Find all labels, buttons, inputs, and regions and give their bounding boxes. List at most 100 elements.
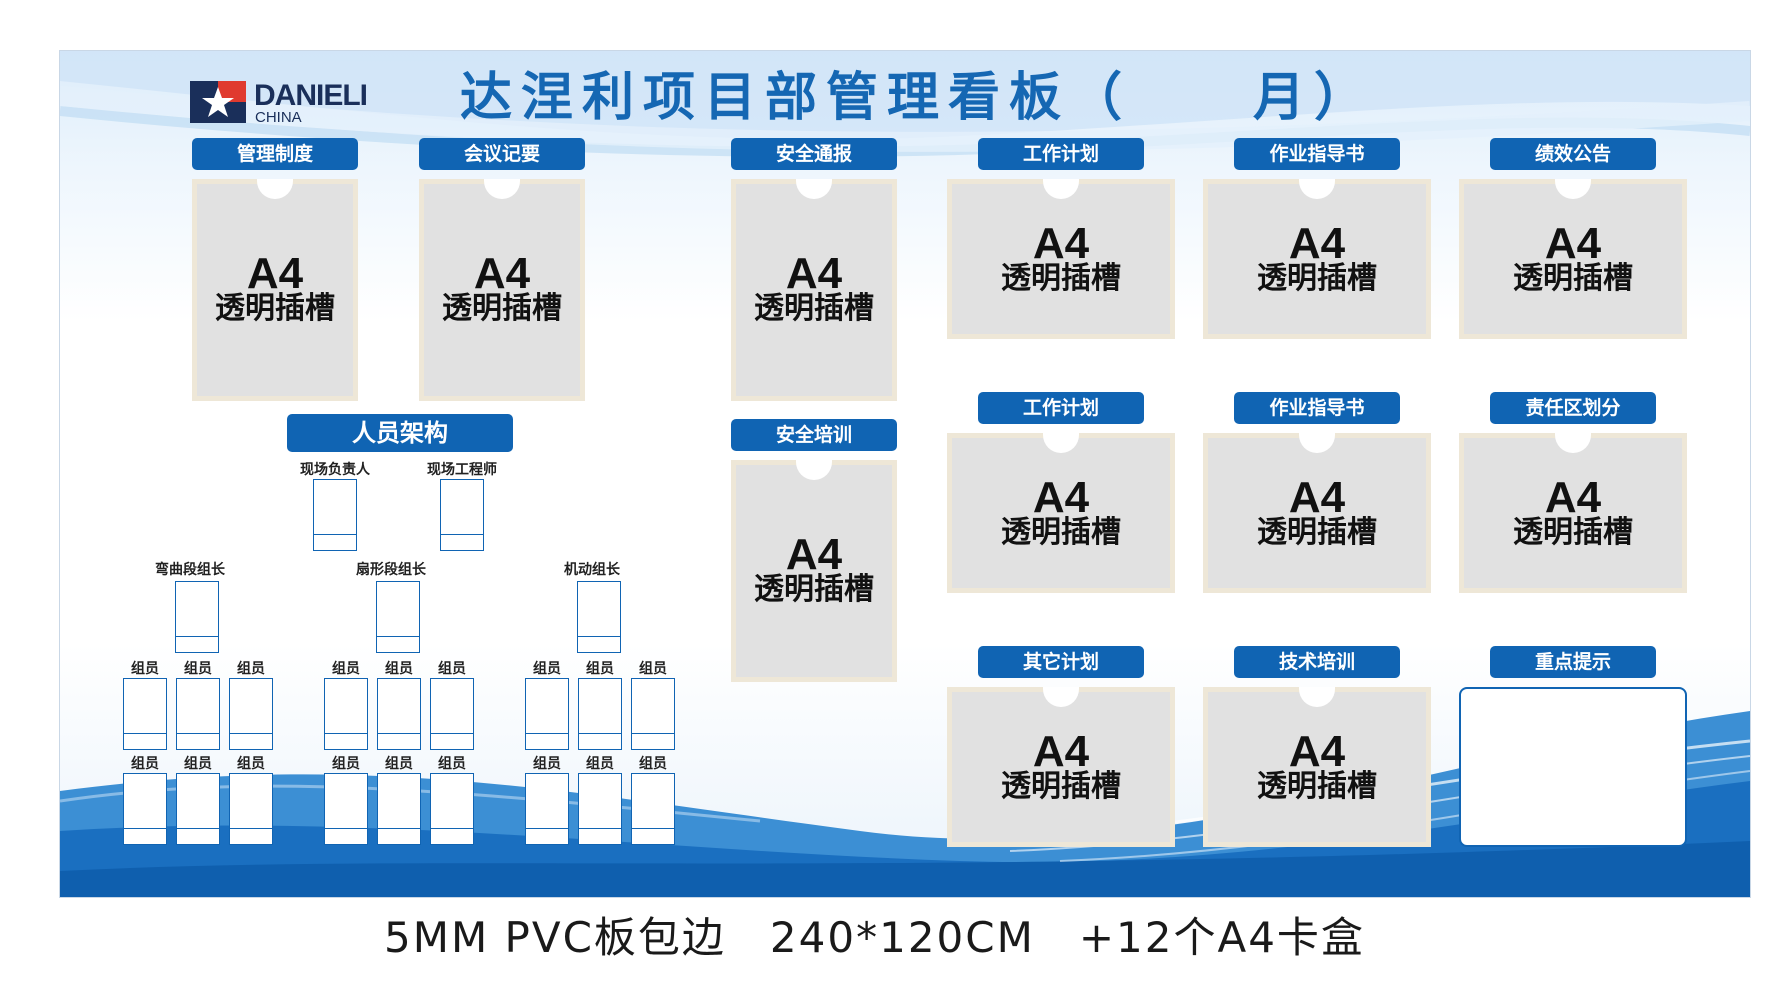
org-label-member: 组员 <box>533 661 561 677</box>
slot-notch <box>1555 179 1591 199</box>
section-header-performance-notice: 绩效公告 <box>1490 138 1656 170</box>
logo-sub: CHINA <box>255 109 302 126</box>
slot-label-sub: 透明插槽 <box>1001 769 1121 804</box>
danieli-star-logo-icon <box>190 81 246 123</box>
slot-label-sub: 透明插槽 <box>1257 769 1377 804</box>
slot-notch <box>1555 433 1591 453</box>
org-label-member: 组员 <box>586 756 614 772</box>
slot-notch <box>796 460 832 480</box>
photo-frame-member <box>229 678 273 750</box>
photo-frame-member <box>525 678 569 750</box>
org-label-member: 组员 <box>332 756 360 772</box>
section-header-meeting-minutes: 会议记要 <box>419 138 585 170</box>
section-header-work-plan: 工作计划 <box>978 138 1144 170</box>
slot-label-a4: A4 <box>1032 219 1090 268</box>
slot-label-a4: A4 <box>473 249 531 298</box>
section-header-safety-bulletin: 安全通报 <box>731 138 897 170</box>
a4-slot-technical-training: A4 透明插槽 <box>1203 687 1431 847</box>
photo-frame-member <box>578 773 622 845</box>
a4-slot-other-plans: A4 透明插槽 <box>947 687 1175 847</box>
section-header-technical-training: 技术培训 <box>1234 646 1400 678</box>
slot-notch <box>1299 687 1335 707</box>
section-header-responsibility-zones: 责任区划分 <box>1490 392 1656 424</box>
photo-frame-site-lead <box>313 479 357 551</box>
org-label-member: 组员 <box>438 756 466 772</box>
section-header-safety-training: 安全培训 <box>731 419 897 451</box>
photo-frame-member <box>430 773 474 845</box>
photo-frame-member <box>578 678 622 750</box>
photo-frame-group-leader-1 <box>175 581 219 653</box>
photo-frame-group-leader-3 <box>577 581 621 653</box>
slot-label-a4: A4 <box>1288 727 1346 776</box>
photo-frame-member <box>377 678 421 750</box>
org-label-member: 组员 <box>639 661 667 677</box>
a4-slot-responsibility-zones: A4 透明插槽 <box>1459 433 1687 593</box>
org-label-member: 组员 <box>533 756 561 772</box>
slot-label-sub: 透明插槽 <box>1001 515 1121 550</box>
spec-caption: 5MM PVC板包边 240*120CM +12个A4卡盒 <box>384 913 1365 962</box>
photo-frame-group-leader-2 <box>376 581 420 653</box>
section-header-work-instructions: 作业指导书 <box>1234 138 1400 170</box>
danieli-logo: DANIELI CHINA <box>190 79 400 131</box>
photo-frame-member <box>176 773 220 845</box>
photo-frame-member <box>123 678 167 750</box>
photo-frame-member <box>631 773 675 845</box>
photo-frame-member <box>229 773 273 845</box>
org-label-member: 组员 <box>332 661 360 677</box>
key-notes-panel <box>1459 687 1687 847</box>
slot-label-a4: A4 <box>246 249 304 298</box>
slot-label-sub: 透明插槽 <box>215 291 335 326</box>
section-header-work-plan-2: 工作计划 <box>978 392 1144 424</box>
slot-label-sub: 透明插槽 <box>1001 261 1121 296</box>
slot-notch <box>1299 179 1335 199</box>
slot-notch <box>484 179 520 199</box>
management-board: DANIELI CHINA 达涅利项目部管理看板（ 月） 管理制度 A4 透明插… <box>59 50 1751 898</box>
slot-label-sub: 透明插槽 <box>1257 515 1377 550</box>
a4-slot-work-plan-2: A4 透明插槽 <box>947 433 1175 593</box>
photo-frame-member <box>123 773 167 845</box>
org-label-group-leader-2: 扇形段组长 <box>356 562 426 578</box>
a4-slot-meeting-minutes: A4 透明插槽 <box>419 179 585 401</box>
org-label-member: 组员 <box>385 756 413 772</box>
slot-notch <box>257 179 293 199</box>
org-label-member: 组员 <box>131 756 159 772</box>
slot-label-sub: 透明插槽 <box>1257 261 1377 296</box>
a4-slot-performance-notice: A4 透明插槽 <box>1459 179 1687 339</box>
photo-frame-member <box>324 678 368 750</box>
photo-frame-member <box>430 678 474 750</box>
org-label-member: 组员 <box>131 661 159 677</box>
section-header-key-notes: 重点提示 <box>1490 646 1656 678</box>
section-header-work-instructions-2: 作业指导书 <box>1234 392 1400 424</box>
a4-slot-management-rules: A4 透明插槽 <box>192 179 358 401</box>
org-label-member: 组员 <box>237 661 265 677</box>
photo-frame-member <box>176 678 220 750</box>
slot-label-sub: 透明插槽 <box>754 291 874 326</box>
slot-label-a4: A4 <box>1288 473 1346 522</box>
a4-slot-safety-training: A4 透明插槽 <box>731 460 897 682</box>
photo-frame-member <box>377 773 421 845</box>
org-label-member: 组员 <box>438 661 466 677</box>
slot-label-a4: A4 <box>785 249 843 298</box>
a4-slot-work-instructions-2: A4 透明插槽 <box>1203 433 1431 593</box>
photo-frame-member <box>525 773 569 845</box>
org-label-member: 组员 <box>385 661 413 677</box>
org-label-site-engineer: 现场工程师 <box>427 462 497 478</box>
section-header-other-plans: 其它计划 <box>978 646 1144 678</box>
slot-label-a4: A4 <box>1544 219 1602 268</box>
slot-label-sub: 透明插槽 <box>1513 261 1633 296</box>
slot-label-a4: A4 <box>785 530 843 579</box>
org-label-member: 组员 <box>237 756 265 772</box>
org-label-group-leader-1: 弯曲段组长 <box>155 562 225 578</box>
a4-slot-safety-bulletin: A4 透明插槽 <box>731 179 897 401</box>
slot-notch <box>796 179 832 199</box>
slot-notch <box>1299 433 1335 453</box>
slot-label-sub: 透明插槽 <box>754 572 874 607</box>
slot-notch <box>1043 433 1079 453</box>
org-label-member: 组员 <box>639 756 667 772</box>
slot-label-a4: A4 <box>1288 219 1346 268</box>
background-wave-decoration <box>60 51 1750 897</box>
logo-name: DANIELI <box>254 79 368 112</box>
photo-frame-site-engineer <box>440 479 484 551</box>
section-header-management-rules: 管理制度 <box>192 138 358 170</box>
a4-slot-work-plan: A4 透明插槽 <box>947 179 1175 339</box>
